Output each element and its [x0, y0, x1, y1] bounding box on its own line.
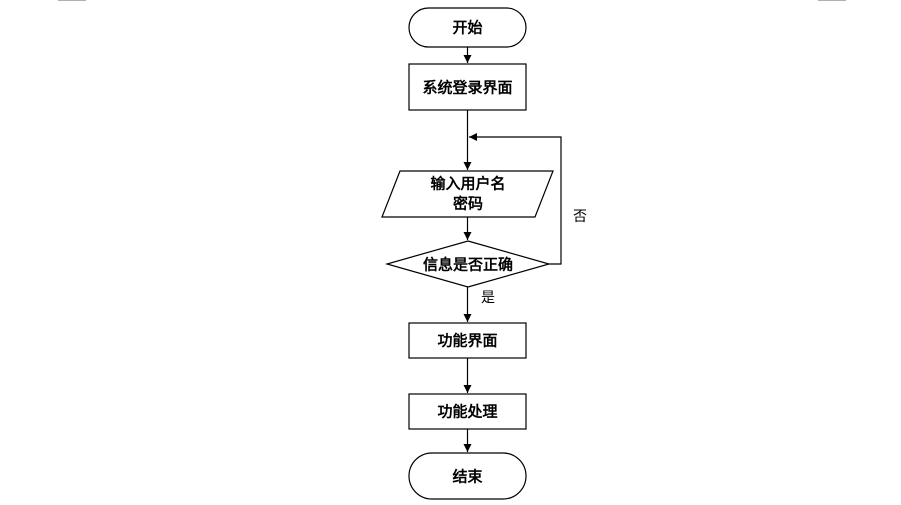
function-screen-box	[408, 322, 527, 359]
function-process-box	[408, 393, 527, 430]
function-process-label: 功能处理	[437, 403, 497, 421]
end-label: 结束	[452, 468, 483, 486]
input-credentials-parallelogram	[381, 170, 554, 218]
no-branch-label: 否	[573, 209, 587, 225]
input-label-line1: 输入用户名	[430, 175, 505, 193]
function-screen-label: 功能界面	[437, 332, 497, 350]
end-terminal	[408, 452, 527, 500]
decision-label: 信息是否正确	[423, 256, 513, 274]
arrow-no-loop-back	[469, 133, 562, 265]
yes-branch-label: 是	[481, 290, 495, 306]
login-screen-label: 系统登录界面	[422, 79, 512, 97]
start-label: 开始	[452, 19, 482, 37]
input-label-line2: 密码	[453, 195, 483, 213]
